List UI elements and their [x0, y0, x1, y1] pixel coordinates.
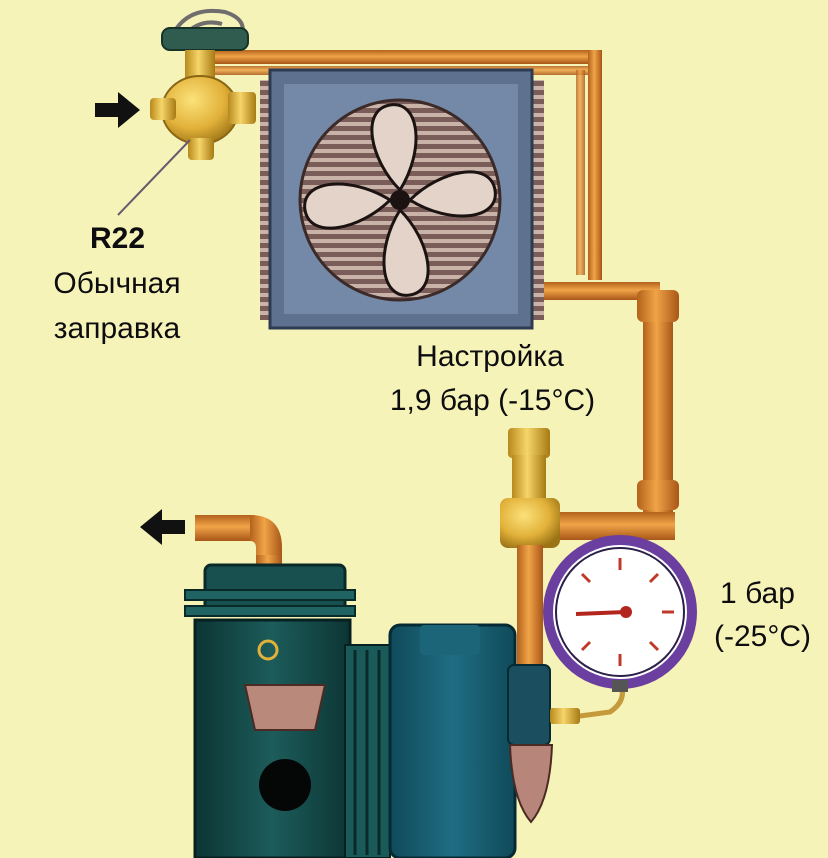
arrow-right-icon [95, 92, 140, 128]
regulator-bonnet [512, 455, 546, 500]
valve-head [161, 27, 249, 51]
gauge-fitting [550, 708, 580, 724]
service-valve-cup [243, 684, 327, 731]
gauge-needle [575, 610, 627, 616]
refrigerant-name: R22 [89, 222, 146, 255]
gauge-stem [612, 680, 628, 692]
riser-joint-2 [637, 480, 679, 510]
gauge-rim-inner [555, 547, 685, 677]
fan-hub [390, 190, 410, 210]
regulator-down-pipe [517, 545, 543, 665]
condenser [260, 68, 544, 330]
pressure-gauge [543, 535, 697, 692]
regulator-cap [508, 428, 550, 458]
r22-pointer-line [117, 139, 191, 216]
arrow-left-icon [140, 509, 185, 545]
cross-pipe [545, 512, 675, 540]
suction-valve-cup [508, 744, 554, 824]
outlet-pipe-elbow [250, 515, 282, 560]
refrigerant-charge-line1: Обычная [53, 267, 181, 300]
compressor [184, 563, 580, 858]
compressor-head-fin-1 [184, 589, 356, 601]
right-pipe-inner [576, 70, 585, 275]
refrigerant-charge-line2: заправка [53, 312, 181, 345]
compressor-motor [388, 623, 517, 858]
fan-blades [303, 103, 497, 297]
valve-outlet-nut [228, 92, 256, 124]
valve-bottom-nut [188, 138, 214, 160]
expansion-valve [117, 8, 256, 216]
compressor-crankcase [193, 618, 352, 858]
compressor-head-fin-2 [184, 605, 356, 617]
motor-terminal-box [420, 625, 480, 655]
regulator-body [500, 498, 560, 548]
mid-pipe [540, 282, 660, 300]
gauge-ticks [580, 558, 674, 666]
gauge-reading-line2: (-25°C) [713, 620, 811, 653]
pressure-regulator [500, 428, 560, 665]
valve-inlet-nut [150, 98, 176, 120]
setting-title: Настройка [416, 340, 564, 373]
outlet-pipe-h [195, 515, 255, 541]
setting-value: 1,9 бар (-15°C) [389, 384, 596, 417]
service-valve-wheel [257, 639, 279, 661]
fin-lines [353, 650, 381, 855]
gauge-reading-line1: 1 бар [720, 577, 795, 610]
suction-valve-body [507, 664, 551, 746]
oil-sight-glass [259, 759, 311, 811]
right-pipe-down [588, 50, 602, 280]
riser-joint-1 [637, 290, 679, 322]
top-pipe [210, 50, 600, 64]
gauge-needle-pivot [620, 606, 632, 618]
